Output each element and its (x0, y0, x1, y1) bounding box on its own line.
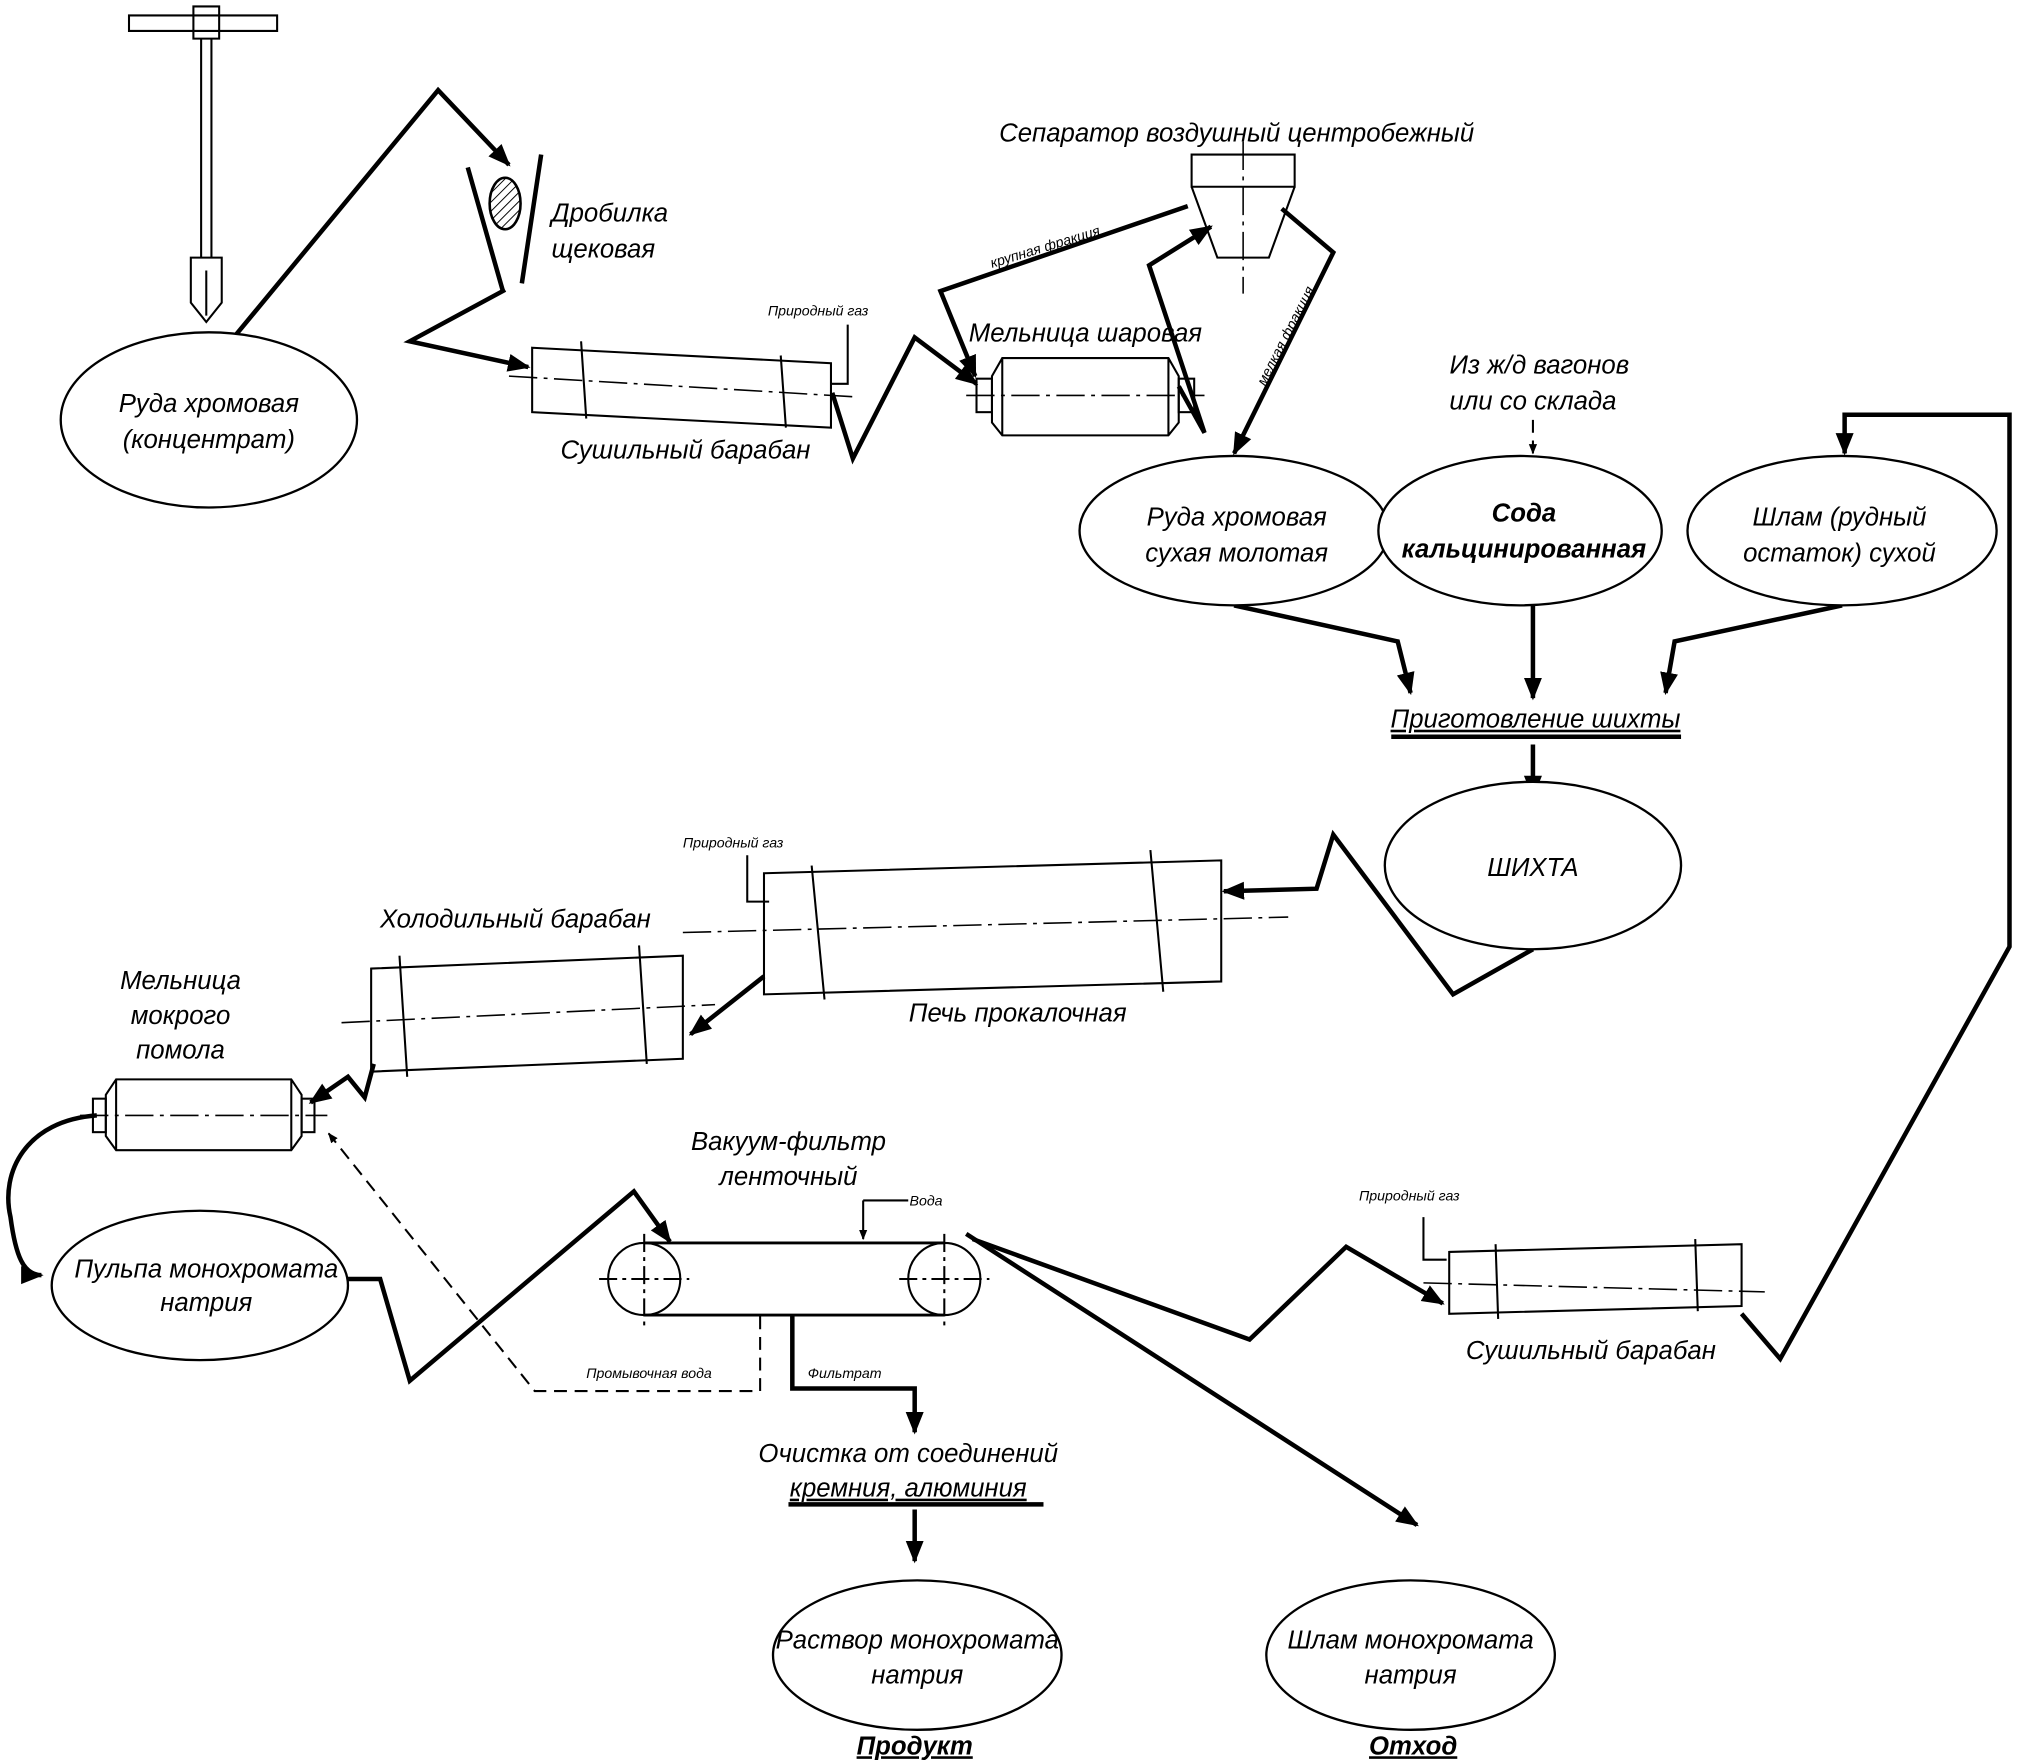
dry-sludge-label: Шлам (рудный (1753, 504, 1927, 532)
natural-gas-label-2: Природный газ (683, 836, 784, 852)
solution-label-2: натрия (871, 1661, 963, 1689)
ball-mill-label: Мельница шаровая (969, 319, 1202, 347)
solution-label: Раствор монохромата (776, 1627, 1059, 1655)
charge-prep-label: Приготовление шихты (1391, 706, 1681, 734)
charge-node (1383, 780, 1683, 951)
water-label: Вода (910, 1194, 943, 1210)
crusher-label-2: щековая (551, 236, 655, 264)
wet-mill-label-3: помола (136, 1037, 225, 1065)
ore-concentrate-node (59, 331, 359, 509)
dryer-1-label: Сушильный барабан (560, 437, 810, 465)
natural-gas-label-1: Природный газ (768, 304, 869, 320)
coarse-fraction-label: крупная фракция (988, 223, 1102, 272)
soda-node (1377, 454, 1663, 607)
natural-gas-label-3: Природный газ (1359, 1188, 1460, 1204)
purification-label-2: кремния, алюминия (790, 1475, 1027, 1503)
dry-ore-label: Руда хромовая (1147, 504, 1327, 532)
sludge-node (1265, 1579, 1556, 1731)
flow-lines (6, 86, 2012, 1564)
separator-label: Сепаратор воздушный центробежный (999, 120, 1474, 148)
wet-mill-label-2: мокрого (131, 1002, 231, 1030)
vacuum-filter-label: Вакуум-фильтр (691, 1128, 886, 1156)
ore-concentrate-label: Руда хромовая (119, 390, 299, 418)
vacuum-filter-label-2: ленточный (717, 1163, 857, 1191)
wash-water-label: Промывочная вода (586, 1366, 712, 1382)
pulp-node (50, 1209, 350, 1362)
purification-label: Очистка от соединений (758, 1440, 1058, 1468)
wet-mill-label: Мельница (120, 967, 241, 995)
dryer-2-label: Сушильный барабан (1466, 1337, 1716, 1365)
dry-sludge-label-2: остаток) сухой (1743, 540, 1936, 568)
sludge-label: Шлам монохромата (1287, 1627, 1533, 1655)
soda-label: Сода (1492, 500, 1557, 528)
pulp-label-2: натрия (160, 1289, 252, 1317)
dry-ore-label-2: сухая молотая (1145, 540, 1328, 568)
wet-mill-icon (80, 1078, 328, 1152)
cooling-drum-icon (341, 945, 716, 1077)
filtrate-label: Фильтрат (808, 1366, 882, 1382)
dry-sludge-node (1686, 454, 1998, 607)
pulp-label: Пульпа монохромата (74, 1256, 338, 1284)
waste-label: Отход (1369, 1732, 1457, 1760)
rail-source-label-2: или со склада (1449, 388, 1616, 416)
charge-label: ШИХТА (1487, 854, 1578, 882)
ball-mill-icon (966, 357, 1205, 437)
kiln-label: Печь прокалочная (909, 999, 1127, 1027)
product-label: Продукт (857, 1732, 973, 1760)
air-separator-icon (1190, 141, 1296, 294)
sludge-label-2: натрия (1365, 1661, 1457, 1689)
ore-concentrate-label-2: (концентрат) (123, 426, 295, 454)
crusher-label: Дробилка (548, 200, 668, 228)
solution-node (771, 1579, 1063, 1731)
dryer-drum-2-icon (1422, 1217, 1765, 1319)
jaw-crusher-icon (465, 154, 544, 291)
soda-label-2: кальцинированная (1402, 536, 1647, 564)
calcining-kiln-icon (682, 849, 1289, 1000)
vacuum-belt-filter-icon (599, 1233, 990, 1327)
cooler-label: Холодильный барабан (379, 905, 651, 933)
dryer-drum-1-icon (508, 324, 853, 429)
drill-icon (127, 5, 279, 324)
fine-fraction-label: мелкая фракция (1254, 284, 1318, 389)
rail-source-label: Из ж/д вагонов (1450, 352, 1630, 380)
